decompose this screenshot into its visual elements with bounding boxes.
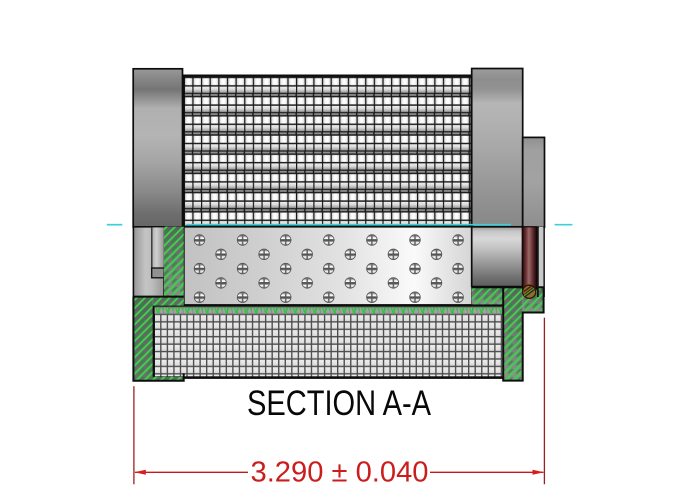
svg-text:SECTION A-A: SECTION A-A (247, 384, 432, 423)
svg-text:3.290 ± 0.040: 3.290 ± 0.040 (251, 456, 429, 488)
